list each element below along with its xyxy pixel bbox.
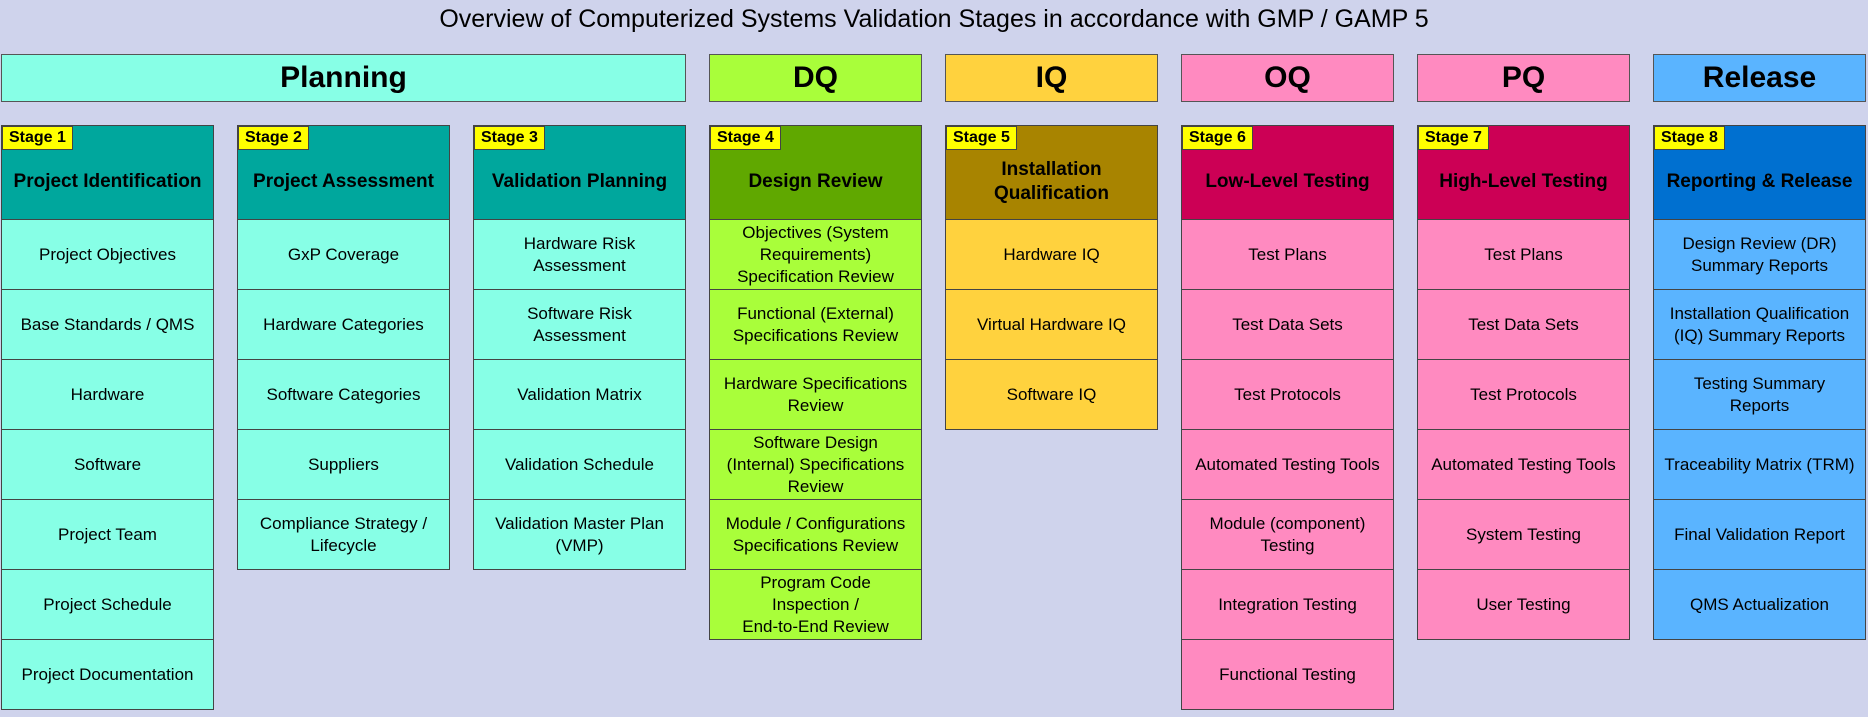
stage-title: Installation Qualification — [993, 158, 1110, 204]
stage-title: Project Assessment — [253, 170, 434, 192]
stage-title: Validation Planning — [491, 170, 668, 192]
stage-item: Project Team — [1, 499, 214, 570]
stage-item: Automated Testing Tools — [1181, 429, 1394, 500]
stage-item: Hardware IQ — [945, 219, 1158, 290]
phase-oq: OQ — [1181, 54, 1394, 102]
stage-item: Program Code Inspection / End-to-End Rev… — [709, 569, 922, 640]
phase-iq: IQ — [945, 54, 1158, 102]
stage-item: Software — [1, 429, 214, 500]
phase-dq: DQ — [709, 54, 922, 102]
stage-item: Test Plans — [1181, 219, 1394, 290]
stage-badge: Stage 8 — [1654, 126, 1725, 150]
stage-badge: Stage 3 — [474, 126, 545, 150]
stage-item: Module / Configurations Specifications R… — [709, 499, 922, 570]
stage-item: Software IQ — [945, 359, 1158, 430]
stage-header: Stage 5 Installation Qualification — [945, 125, 1158, 220]
stage-header: Stage 8 Reporting & Release — [1653, 125, 1866, 220]
stage-item: Functional (External) Specifications Rev… — [709, 289, 922, 360]
stage-badge: Stage 5 — [946, 126, 1017, 150]
stage-title: Design Review — [748, 170, 883, 192]
stage-item: Objectives (System Requirements) Specifi… — [709, 219, 922, 290]
stage-item: Test Plans — [1417, 219, 1630, 290]
stage-badge: Stage 7 — [1418, 126, 1489, 150]
stage-item: GxP Coverage — [237, 219, 450, 290]
stage-header: Stage 7 High-Level Testing — [1417, 125, 1630, 220]
stage-item: Test Data Sets — [1181, 289, 1394, 360]
stage-item: Validation Schedule — [473, 429, 686, 500]
stage-item: Project Schedule — [1, 569, 214, 640]
stage-item: Virtual Hardware IQ — [945, 289, 1158, 360]
stage-item: Hardware Categories — [237, 289, 450, 360]
stage-item: Validation Matrix — [473, 359, 686, 430]
stage-item: Software Categories — [237, 359, 450, 430]
stage-item: Software Design (Internal) Specification… — [709, 429, 922, 500]
stage-item: Installation Qualification (IQ) Summary … — [1653, 289, 1866, 360]
stage-title: Low-Level Testing — [1205, 170, 1370, 192]
stage-item: Automated Testing Tools — [1417, 429, 1630, 500]
stage-item: Hardware Risk Assessment — [473, 219, 686, 290]
stage-item: Suppliers — [237, 429, 450, 500]
stage-item: Validation Master Plan (VMP) — [473, 499, 686, 570]
stage-item: Test Protocols — [1417, 359, 1630, 430]
stage-header: Stage 3 Validation Planning — [473, 125, 686, 220]
stage-item: Project Objectives — [1, 219, 214, 290]
stage-item: Functional Testing — [1181, 639, 1394, 710]
stage-item: Traceability Matrix (TRM) — [1653, 429, 1866, 500]
stage-item: Base Standards / QMS — [1, 289, 214, 360]
stage-item: User Testing — [1417, 569, 1630, 640]
stage-header: Stage 2 Project Assessment — [237, 125, 450, 220]
stage-item: Module (component) Testing — [1181, 499, 1394, 570]
stage-badge: Stage 1 — [2, 126, 73, 150]
stage-item: Hardware — [1, 359, 214, 430]
stage-item: QMS Actualization — [1653, 569, 1866, 640]
stage-item: Hardware Specifications Review — [709, 359, 922, 430]
stage-item: Final Validation Report — [1653, 499, 1866, 570]
stage-badge: Stage 6 — [1182, 126, 1253, 150]
stage-header: Stage 1 Project Identification — [1, 125, 214, 220]
phase-planning: Planning — [1, 54, 686, 102]
diagram-title: Overview of Computerized Systems Validat… — [439, 5, 1429, 33]
stage-badge: Stage 2 — [238, 126, 309, 150]
stage-item: Compliance Strategy / Lifecycle — [237, 499, 450, 570]
stage-title: Project Identification — [13, 170, 202, 192]
phase-pq: PQ — [1417, 54, 1630, 102]
stage-item: Integration Testing — [1181, 569, 1394, 640]
stage-item: Testing Summary Reports — [1653, 359, 1866, 430]
stage-badge: Stage 4 — [710, 126, 781, 150]
stage-title: Reporting & Release — [1666, 170, 1853, 192]
stage-item: Design Review (DR) Summary Reports — [1653, 219, 1866, 290]
stage-title: High-Level Testing — [1439, 170, 1608, 192]
stage-item: Test Data Sets — [1417, 289, 1630, 360]
stage-header: Stage 6 Low-Level Testing — [1181, 125, 1394, 220]
stage-item: Project Documentation — [1, 639, 214, 710]
phase-release: Release — [1653, 54, 1866, 102]
stage-item: Test Protocols — [1181, 359, 1394, 430]
stage-item: Software Risk Assessment — [473, 289, 686, 360]
stage-item: System Testing — [1417, 499, 1630, 570]
stage-header: Stage 4 Design Review — [709, 125, 922, 220]
